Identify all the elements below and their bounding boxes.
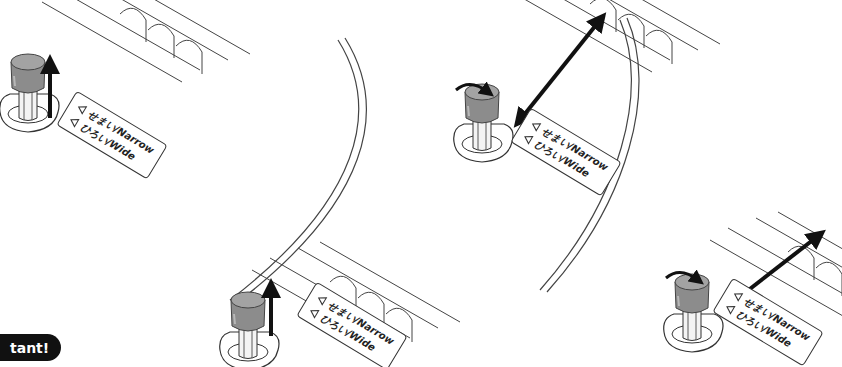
triangle-mark	[732, 289, 744, 302]
width-tag: せまい/Narrowひろい/Wide	[56, 91, 167, 180]
triangle-mark	[530, 119, 542, 132]
triangle-mark	[308, 306, 320, 319]
width-tag: せまい/Narrowひろい/Wide	[296, 282, 407, 367]
triangle-mark	[724, 302, 736, 315]
triangle-mark	[316, 293, 328, 306]
badge-text: tant!	[10, 340, 49, 356]
triangle-mark	[76, 102, 88, 115]
triangle-mark	[522, 132, 534, 145]
important-badge: tant!	[0, 334, 61, 361]
triangle-mark	[68, 115, 80, 128]
width-tag: せまい/Narrowひろい/Wide	[712, 278, 823, 367]
width-tag: せまい/Narrowひろい/Wide	[510, 108, 621, 197]
